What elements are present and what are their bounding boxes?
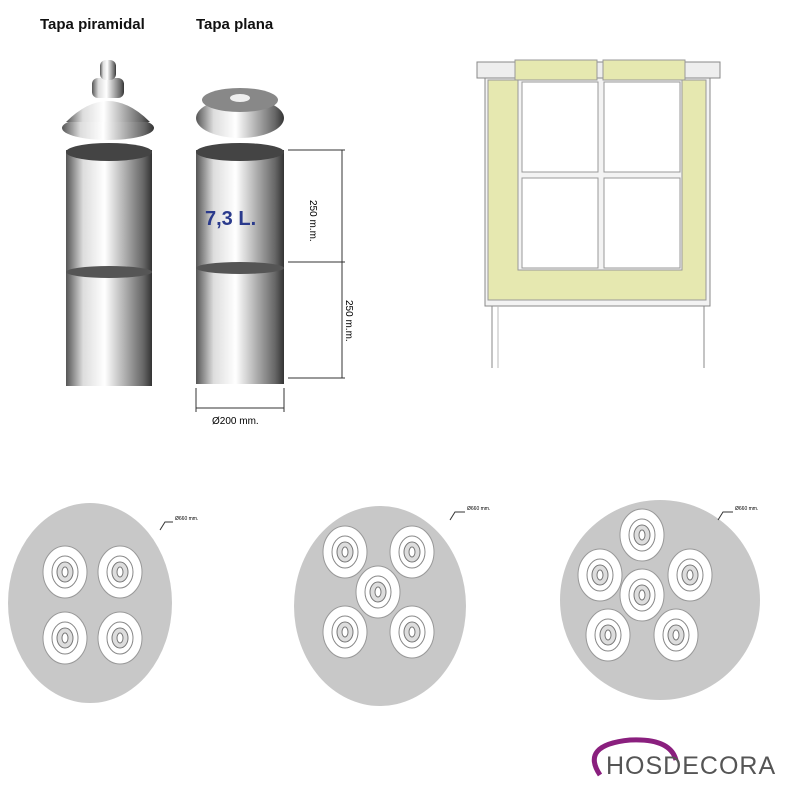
height-lower-label: 250 m.m. <box>343 300 354 342</box>
container-well <box>322 525 368 579</box>
container-well <box>577 548 623 602</box>
container-well <box>42 611 88 665</box>
logo-text: HOSDECORA <box>606 752 777 780</box>
container-well <box>389 605 435 659</box>
plate-diameter-label-2: Ø660 mm. <box>467 506 491 512</box>
container-well <box>619 508 665 562</box>
pyramidal-cylinders <box>66 143 152 386</box>
diameter-label: Ø200 mm. <box>212 416 259 427</box>
flat-lid <box>196 88 284 138</box>
container-well <box>322 605 368 659</box>
cabinet-cross-section <box>476 59 721 368</box>
container-well <box>42 545 88 599</box>
plate-diameter-label-1: Ø660 mm. <box>175 516 199 522</box>
container-well <box>97 611 143 665</box>
container-well <box>619 568 665 622</box>
logo-swoosh-icon <box>591 737 679 777</box>
container-well <box>389 525 435 579</box>
lid-pyramidal-label: Tapa piramidal <box>40 16 145 33</box>
container-well <box>585 608 631 662</box>
container-well <box>653 608 699 662</box>
container-well <box>355 565 401 619</box>
dimension-lines <box>195 149 345 412</box>
pyramidal-lid <box>62 60 154 140</box>
plate-diameter-label-3: Ø660 mm. <box>735 506 759 512</box>
height-upper-label: 250 m.m. <box>307 200 318 242</box>
volume-label: 7,3 L. <box>205 208 257 230</box>
flat-cylinders <box>196 143 284 384</box>
container-well <box>97 545 143 599</box>
plate-4 <box>8 503 172 703</box>
lid-flat-label: Tapa plana <box>196 16 274 33</box>
container-well <box>667 548 713 602</box>
